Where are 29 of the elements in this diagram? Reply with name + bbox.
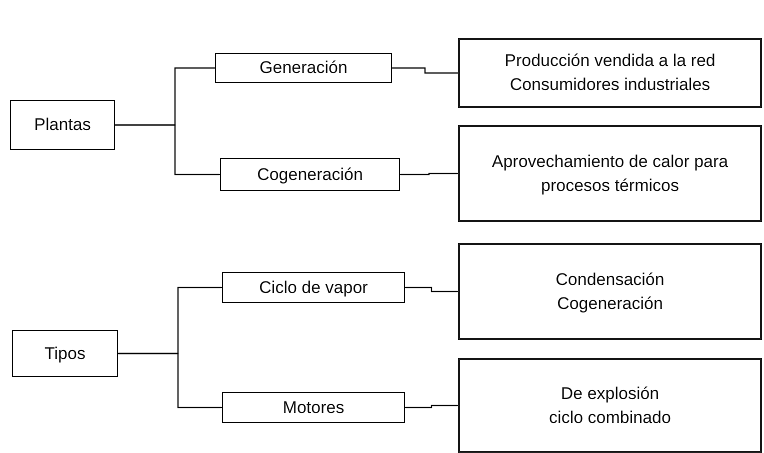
- box-text: De explosión: [560, 382, 660, 404]
- box-text: Plantas: [34, 114, 91, 136]
- connector-line: [118, 352, 222, 408]
- box-text: Tipos: [44, 342, 86, 364]
- description-box: [458, 358, 762, 453]
- description-box: [458, 38, 762, 108]
- box-text: Motores: [282, 396, 344, 418]
- box-text: Consumidores industriales: [508, 74, 712, 96]
- description-box: [458, 243, 762, 340]
- box-text: ciclo combinado: [548, 406, 672, 428]
- box-text: Producción vendida a la red: [504, 50, 716, 72]
- connector-line: [405, 404, 458, 408]
- connector-line: [400, 172, 458, 176]
- box-text: Cogeneración: [257, 164, 363, 186]
- category-box: [220, 158, 400, 191]
- box-text: Aprovechamiento de calor para procesos térmicos: [490, 150, 730, 196]
- connector-line: [405, 286, 458, 292]
- connector-line: [392, 67, 458, 74]
- category-box: [222, 392, 405, 423]
- box-text: Ciclo de vapor: [259, 276, 368, 298]
- category-box: [215, 53, 392, 83]
- category-box: [10, 100, 115, 150]
- category-box: [12, 330, 118, 377]
- connector-line: [115, 124, 220, 176]
- description-box: [458, 125, 762, 222]
- box-text: Condensación: [554, 268, 666, 290]
- category-box: [222, 272, 405, 303]
- box-text: Cogeneración: [556, 292, 664, 314]
- box-text: Generación: [260, 57, 348, 79]
